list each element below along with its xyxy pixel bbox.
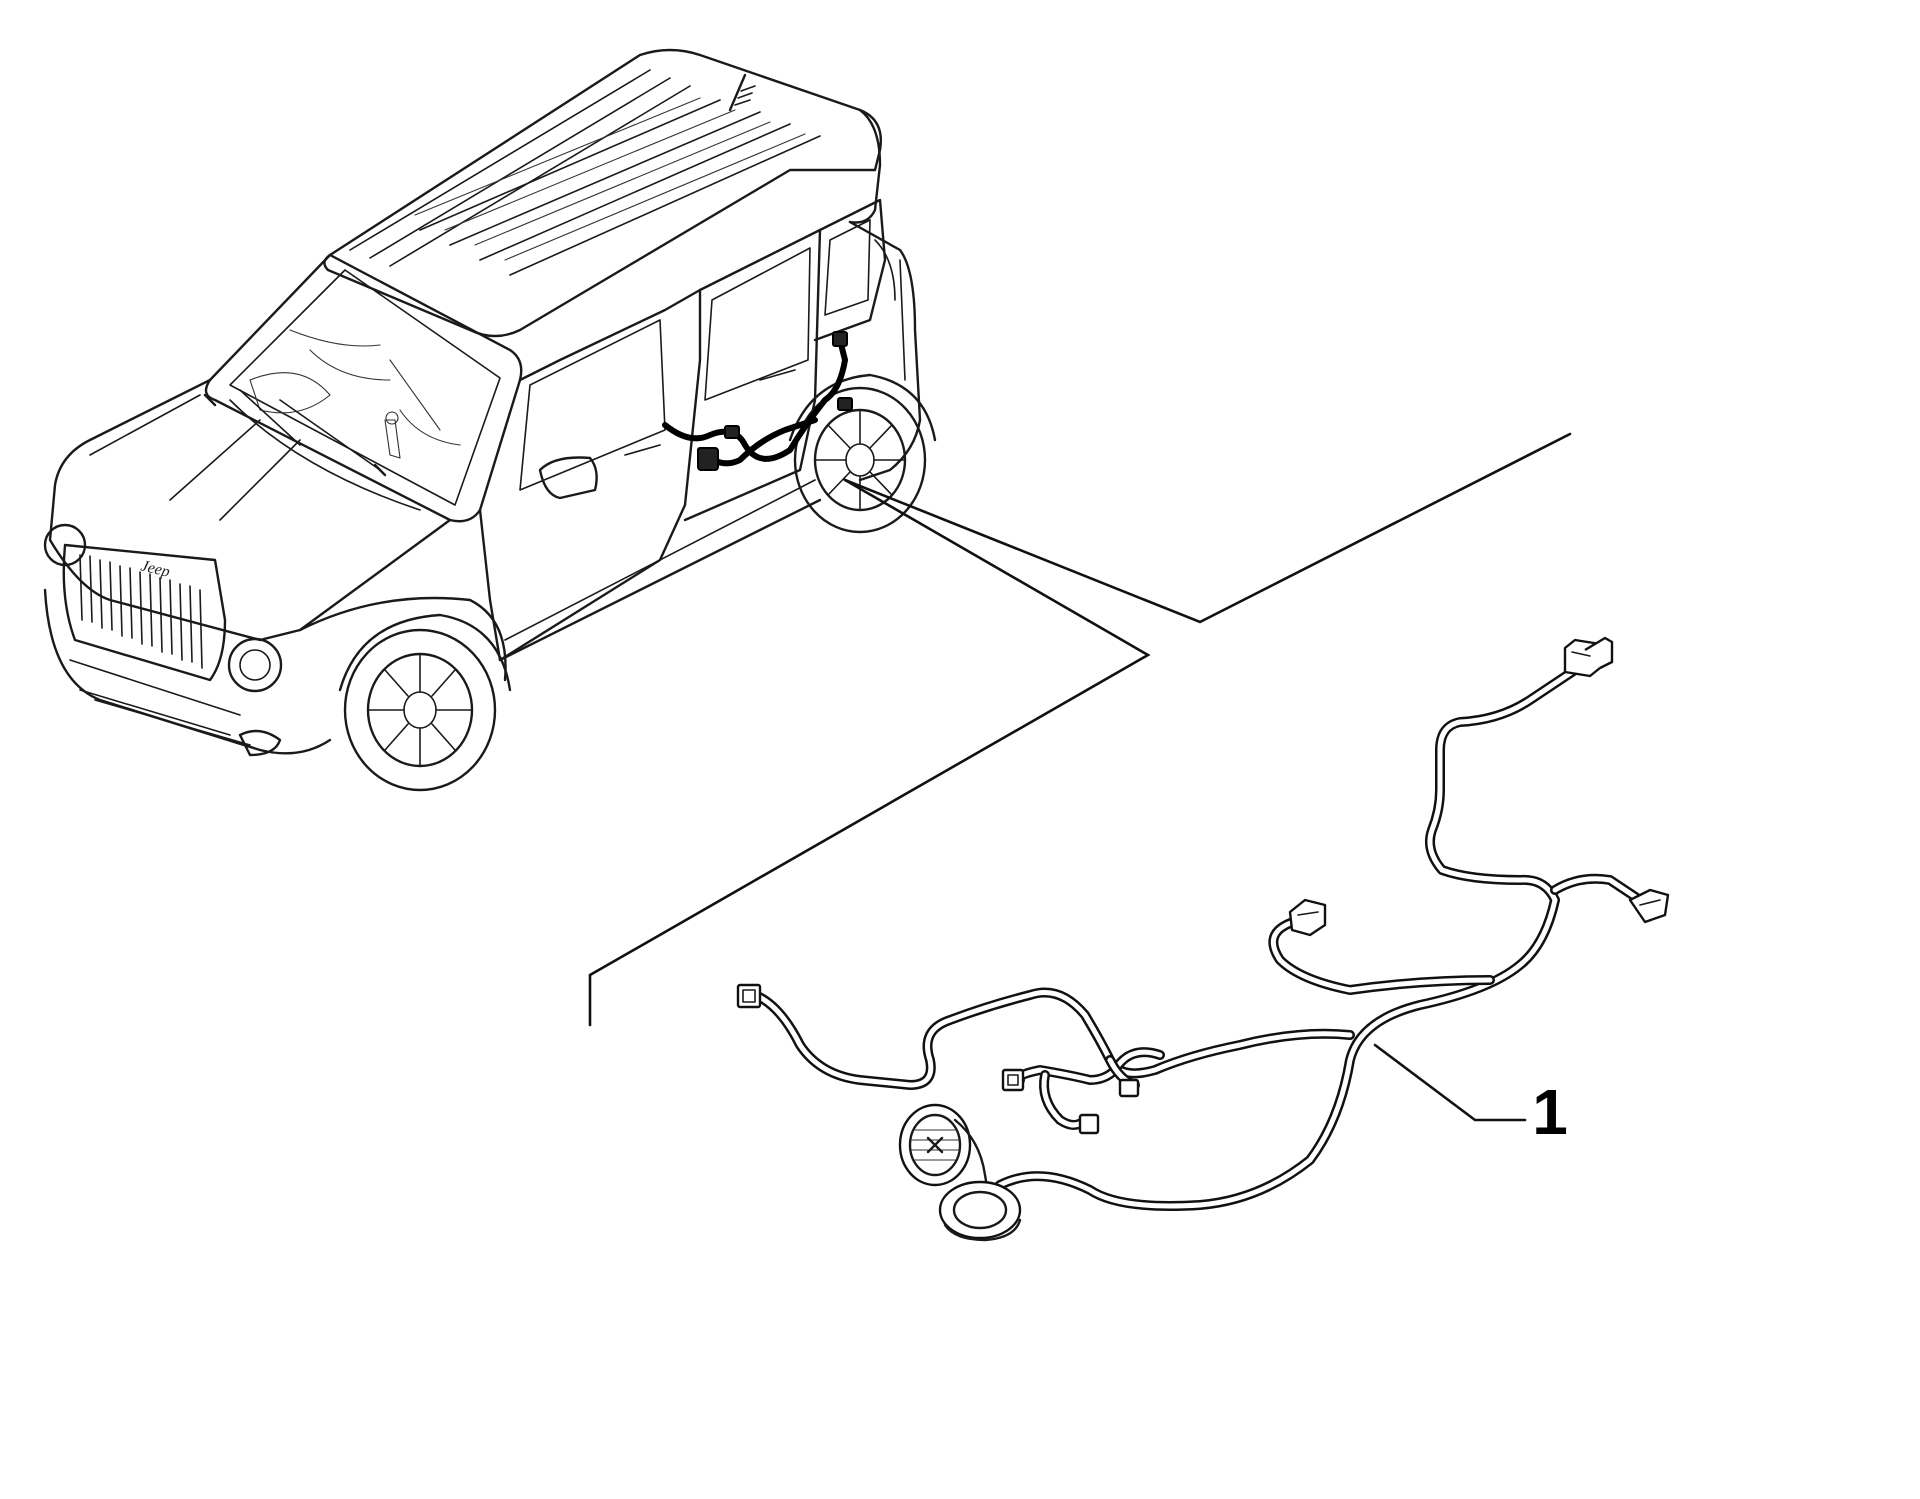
connector-mid-top [1288, 898, 1327, 937]
projection-lines [588, 432, 1572, 1027]
connector-center-1 [1001, 1068, 1025, 1092]
door-grommet [898, 1103, 1022, 1242]
part-callout-1: 1 [1532, 1076, 1568, 1148]
wiring-harness-part [736, 636, 1670, 1242]
front-grille [62, 543, 227, 682]
connector-right [1628, 888, 1670, 924]
connector-center-2 [1118, 1078, 1140, 1098]
vehicle-illustration: Jeep [43, 48, 937, 792]
rear-wheel [788, 373, 937, 534]
brand-badge: Jeep [139, 557, 172, 581]
front-wheel [338, 613, 512, 792]
connector-left [736, 983, 762, 1009]
callout-leader [1373, 1043, 1527, 1122]
connector-center-3 [1078, 1113, 1100, 1135]
connector-top [1563, 636, 1614, 678]
installed-harness [662, 331, 853, 471]
